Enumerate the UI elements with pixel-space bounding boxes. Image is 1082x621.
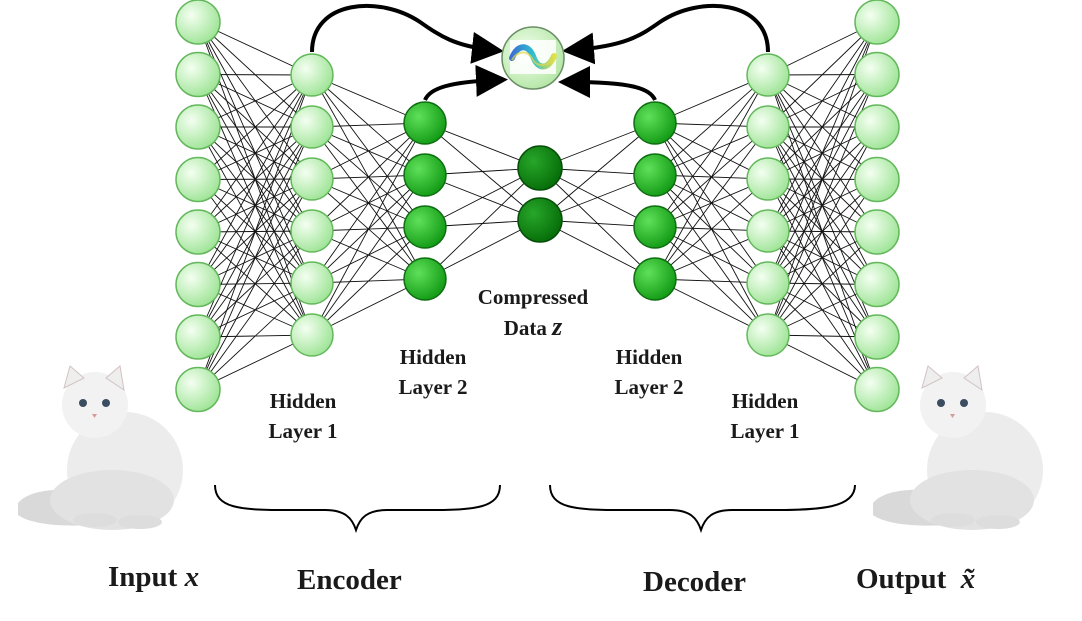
connection-line	[767, 179, 878, 336]
encoder-hidden-2-node	[403, 153, 447, 197]
arrow-to-latent	[562, 3, 770, 65]
connection-line	[197, 282, 313, 390]
input-node	[175, 209, 221, 255]
encoder-hidden-1-node	[290, 209, 334, 253]
input-label: Input x	[108, 561, 200, 593]
decoder-hidden-1-node	[746, 105, 790, 149]
connection-line	[197, 74, 313, 180]
encoder-hidden-1-node	[290, 53, 334, 97]
encoder-hidden-layer-2-label: Hidden Layer 2	[398, 345, 468, 399]
skip-arrows	[310, 3, 770, 101]
connection-line	[654, 74, 769, 280]
connection-line	[767, 126, 878, 336]
connection-line	[767, 231, 878, 336]
input-node	[175, 261, 221, 308]
connection-line	[311, 226, 426, 336]
connection-line	[654, 178, 769, 280]
connection-line	[311, 122, 426, 284]
encoder-hidden-2-node	[403, 205, 447, 249]
connection-line	[197, 230, 313, 390]
compressed-data-label: Compressed Data z	[477, 285, 589, 341]
latent-plot-icon	[501, 26, 565, 90]
input-node	[175, 51, 221, 98]
connection-line	[654, 74, 769, 176]
decoder-hidden-layer-2-label: Hidden Layer 2	[614, 345, 684, 399]
latent-symbol: z	[552, 312, 563, 341]
decoder-hidden-2-node	[633, 101, 677, 145]
input-node	[175, 156, 221, 203]
encoder-brace	[214, 484, 501, 534]
connection-line	[197, 74, 313, 233]
output-cat-image	[873, 365, 1043, 530]
connection-line	[767, 21, 878, 180]
encoder-hidden-1-node	[290, 313, 334, 357]
encoder-hidden-1-node	[290, 105, 334, 149]
input-node	[175, 104, 221, 150]
connection-line	[424, 167, 541, 280]
decoder-label: Decoder	[643, 566, 747, 598]
connection-line	[539, 122, 656, 221]
arrow-to-latent	[423, 64, 508, 101]
input-node	[175, 366, 221, 413]
output-node	[854, 209, 900, 255]
connection-line	[197, 74, 313, 285]
compressed-node	[517, 197, 563, 243]
connection-line	[654, 74, 769, 228]
encoder-hidden-2-node	[403, 101, 447, 145]
encoder-hidden-1-node	[290, 157, 334, 201]
output-node	[854, 51, 900, 98]
output-node	[854, 0, 900, 45]
encoder-hidden-2-node	[403, 257, 447, 301]
decoder-hidden-2-node	[633, 205, 677, 249]
encoder-label: Encoder	[297, 564, 402, 596]
connection-line	[767, 21, 878, 232]
input-symbol: x	[184, 561, 200, 593]
decoder-hidden-1-node	[746, 313, 790, 357]
encoder-hidden-1-node	[290, 261, 334, 305]
encoder-hidden-layer-1-label: Hidden Layer 1	[268, 389, 338, 443]
decoder-hidden-1-node	[746, 53, 790, 97]
decoder-hidden-layer-1-label: Hidden Layer 1	[730, 389, 800, 443]
output-node	[854, 314, 900, 360]
output-node	[854, 156, 900, 203]
connection-line	[767, 21, 878, 128]
arrow-to-latent	[558, 66, 657, 101]
input-node	[175, 314, 221, 360]
connection-line	[311, 122, 426, 232]
decoder-hidden-1-node	[746, 261, 790, 305]
output-node	[854, 104, 900, 150]
neuron-nodes	[175, 0, 900, 413]
input-node	[175, 0, 221, 45]
decoder-hidden-2-node	[633, 257, 677, 301]
decoder-hidden-2-node	[633, 153, 677, 197]
output-symbol: x̃	[960, 563, 976, 595]
output-label: Output x̃	[856, 563, 976, 595]
input-cat-image	[18, 365, 183, 530]
compressed-node	[517, 145, 563, 191]
arrow-to-latent	[310, 3, 504, 64]
connection-line	[197, 178, 313, 390]
output-node	[854, 261, 900, 308]
output-node	[854, 366, 900, 413]
connection-line	[654, 126, 769, 280]
connection-line	[311, 174, 426, 336]
connection-line	[311, 122, 426, 336]
decoder-hidden-1-node	[746, 209, 790, 253]
decoder-hidden-1-node	[746, 157, 790, 201]
decoder-brace	[549, 484, 856, 534]
